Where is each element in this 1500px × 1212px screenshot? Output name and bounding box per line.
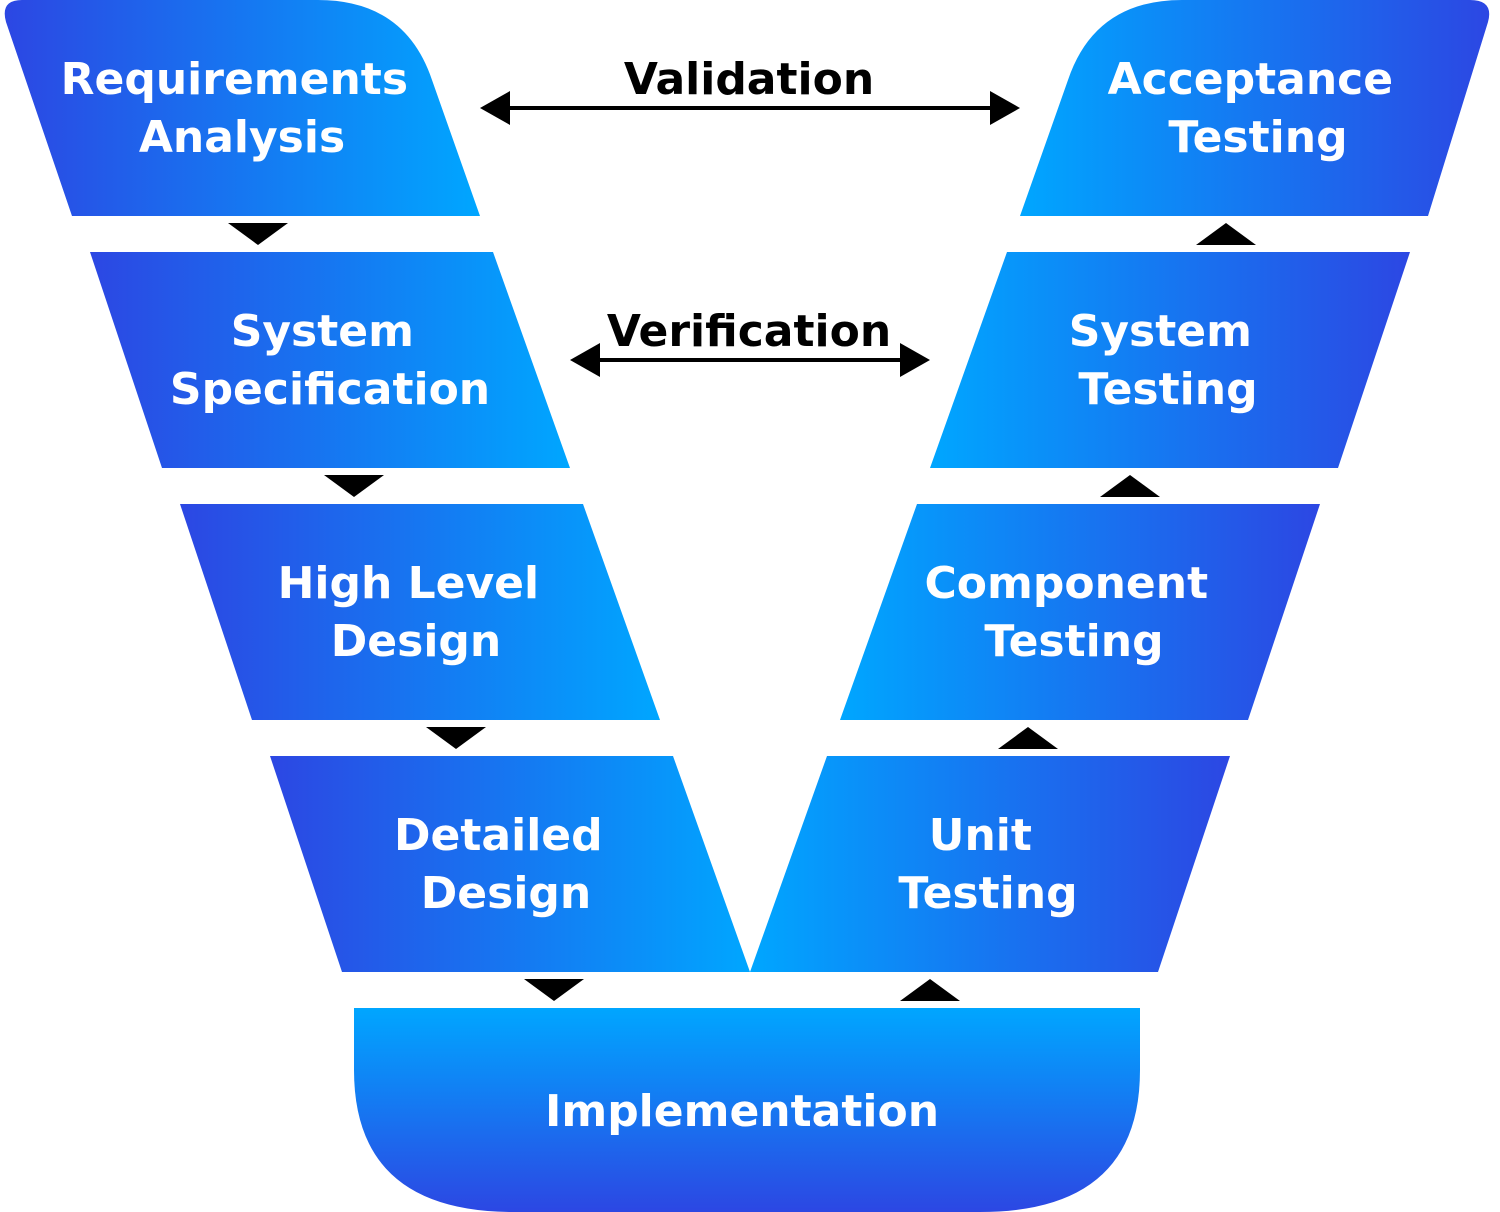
- stage-label-line1: High Level: [278, 558, 540, 609]
- svg-text:Acceptance Testing: Acceptance Testing: [1108, 54, 1409, 163]
- verification-label: Verification: [607, 306, 891, 357]
- down-arrow-icon: [228, 223, 288, 245]
- stage-label-line1: Requirements: [61, 54, 408, 105]
- stage-component-testing: Component Testing: [840, 504, 1320, 720]
- svg-text:Detailed Design: Detailed Design: [394, 810, 618, 919]
- arrow-head-left-icon: [480, 91, 510, 125]
- stage-label-line2: Testing: [1168, 112, 1347, 163]
- svg-text:Requirements Analysis: Requirements Analysis: [61, 54, 424, 163]
- stage-shape: [840, 504, 1320, 720]
- stage-shape: [750, 756, 1230, 972]
- up-arrow-icon: [998, 727, 1058, 749]
- arrow-head-right-icon: [990, 91, 1020, 125]
- stage-label-line1: Acceptance: [1108, 54, 1394, 105]
- stage-acceptance-testing: Acceptance Testing: [1020, 0, 1490, 216]
- svg-text:System Specification: System Specification: [170, 306, 490, 415]
- stage-system-specification: System Specification: [90, 252, 570, 468]
- stage-label-line2: Specification: [170, 364, 490, 415]
- arrow-head-right-icon: [900, 343, 930, 377]
- stage-label-line2: Design: [421, 868, 591, 919]
- validation-label: Validation: [624, 54, 874, 105]
- stage-implementation: Implementation: [354, 1008, 1140, 1212]
- stage-shape: [4, 0, 480, 216]
- svg-text:Component Testing: Component Testing: [925, 558, 1224, 667]
- stage-detailed-design: Detailed Design: [270, 756, 750, 972]
- svg-text:System Testing: System Testing: [1069, 306, 1268, 415]
- stage-shape: [354, 1008, 1140, 1212]
- stage-label-line1: System: [231, 306, 414, 357]
- stage-label-line1: Component: [925, 558, 1209, 609]
- stage-high-level-design: High Level Design: [180, 504, 660, 720]
- stage-shape: [1020, 0, 1490, 216]
- stage-label-line2: Design: [331, 616, 501, 667]
- stage-shape: [930, 252, 1410, 468]
- stage-label-line2: Testing: [898, 868, 1077, 919]
- down-arrow-icon: [524, 979, 584, 1001]
- down-arrow-icon: [324, 475, 384, 497]
- svg-text:Unit Testing: Unit Testing: [898, 810, 1077, 919]
- down-arrow-icon: [426, 727, 486, 749]
- stage-shape: [270, 756, 750, 972]
- stage-system-testing: System Testing: [930, 252, 1410, 468]
- stage-label-line1: Unit: [929, 810, 1032, 861]
- stage-requirements-analysis: Requirements Analysis: [4, 0, 480, 216]
- stage-label-line1: Detailed: [394, 810, 603, 861]
- stage-label-line2: Testing: [984, 616, 1163, 667]
- validation-relation: Validation: [480, 54, 1020, 125]
- stage-shape: [180, 504, 660, 720]
- svg-text:High Level Design: High Level Design: [278, 558, 555, 667]
- up-arrow-icon: [1100, 475, 1160, 497]
- stage-label-line2: Analysis: [139, 112, 345, 163]
- stage-shape: [90, 252, 570, 468]
- stage-unit-testing: Unit Testing: [750, 756, 1230, 972]
- arrow-head-left-icon: [570, 343, 600, 377]
- stage-label-line1: System: [1069, 306, 1252, 357]
- up-arrow-icon: [1196, 223, 1256, 245]
- stage-label: Implementation: [545, 1086, 939, 1137]
- stage-label-line2: Testing: [1078, 364, 1257, 415]
- verification-relation: Verification: [570, 306, 930, 377]
- up-arrow-icon: [900, 979, 960, 1001]
